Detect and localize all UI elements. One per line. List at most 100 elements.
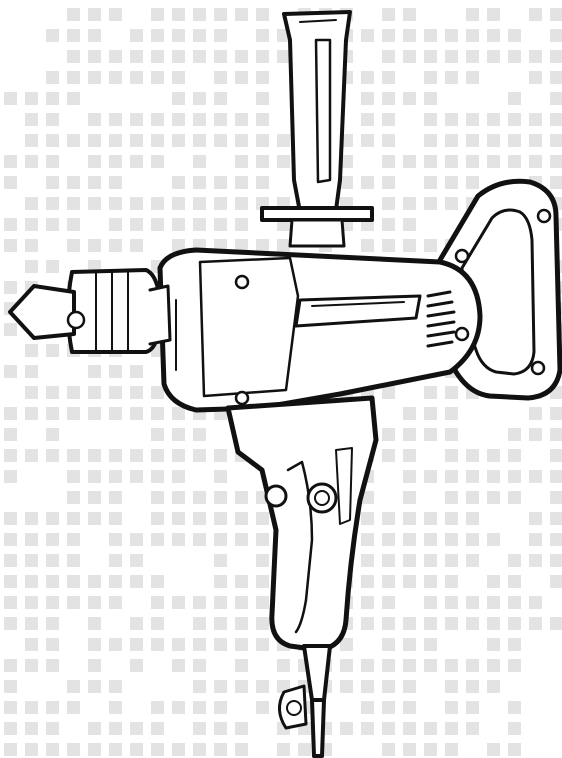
grid-square [4,512,17,525]
grid-square [214,176,227,189]
grid-square [487,491,500,504]
grid-square [424,659,437,672]
grid-square [466,512,479,525]
grid-square [172,92,185,105]
grid-square [172,533,185,546]
grid-square [88,239,101,252]
grid-square [151,512,164,525]
grid-square [25,596,38,609]
grid-square [109,722,122,735]
grid-square [193,155,206,168]
grid-square [424,239,437,252]
grid-square [424,554,437,567]
grid-square [214,491,227,504]
grid-square [172,638,185,651]
grid-square [214,470,227,483]
grid-square [466,533,479,546]
grid-square [67,134,80,147]
grid-square [277,134,290,147]
grid-square [235,197,248,210]
grid-square [172,491,185,504]
grid-square [46,659,59,672]
grid-square [235,575,248,588]
grid-square [508,92,521,105]
grid-square [424,197,437,210]
grid-square [46,197,59,210]
grid-square [550,512,562,525]
grid-square [487,155,500,168]
grid-square [4,239,17,252]
grid-square [109,554,122,567]
grid-square [508,617,521,630]
grid-square [25,722,38,735]
grid-square [529,407,542,420]
grid-square [151,617,164,630]
grid-square [382,176,395,189]
grid-square [46,596,59,609]
grid-square [445,386,458,399]
grid-square [109,155,122,168]
grid-square [382,92,395,105]
grid-square [214,71,227,84]
grid-square [256,134,269,147]
grid-square [445,722,458,735]
grid-square [256,701,269,714]
grid-square [193,428,206,441]
grid-square [256,680,269,693]
grid-square [88,680,101,693]
grid-square [67,176,80,189]
grid-square [172,428,185,441]
grid-square [109,701,122,714]
grid-square [445,533,458,546]
grid-square [151,428,164,441]
grid-square [214,218,227,231]
grid-square [403,743,416,756]
grid-square [172,596,185,609]
grid-square [487,134,500,147]
grid-square [235,596,248,609]
grid-square [193,512,206,525]
grid-square [109,596,122,609]
grid-square [193,197,206,210]
grid-square [67,701,80,714]
grid-square [361,491,374,504]
grid-square [256,617,269,630]
grid-square [109,365,122,378]
grid-square [550,575,562,588]
grid-square [67,512,80,525]
grid-square [445,617,458,630]
grid-square [67,533,80,546]
grid-square [25,155,38,168]
grid-square [529,155,542,168]
grid-square [172,134,185,147]
grid-square [445,176,458,189]
grid-square [529,617,542,630]
grid-square [445,428,458,441]
grid-square [109,386,122,399]
grid-square [256,71,269,84]
grid-square [466,617,479,630]
grid-square [424,50,437,63]
grid-square [151,470,164,483]
grid-square [130,743,143,756]
grid-square [88,134,101,147]
grid-square [340,176,353,189]
grid-square [130,218,143,231]
grid-square [424,638,437,651]
grid-square [214,680,227,693]
grid-square [67,491,80,504]
grid-square [466,134,479,147]
grid-square [172,743,185,756]
drill-mixer-drawing [8,10,562,758]
grid-square [46,407,59,420]
grid-square [382,701,395,714]
grid-square [130,638,143,651]
grid-square [4,659,17,672]
grid-square [130,470,143,483]
grid-square [46,71,59,84]
grid-square [46,701,59,714]
grid-square [172,470,185,483]
grid-square [256,176,269,189]
grid-square [487,449,500,462]
grid-square [445,197,458,210]
